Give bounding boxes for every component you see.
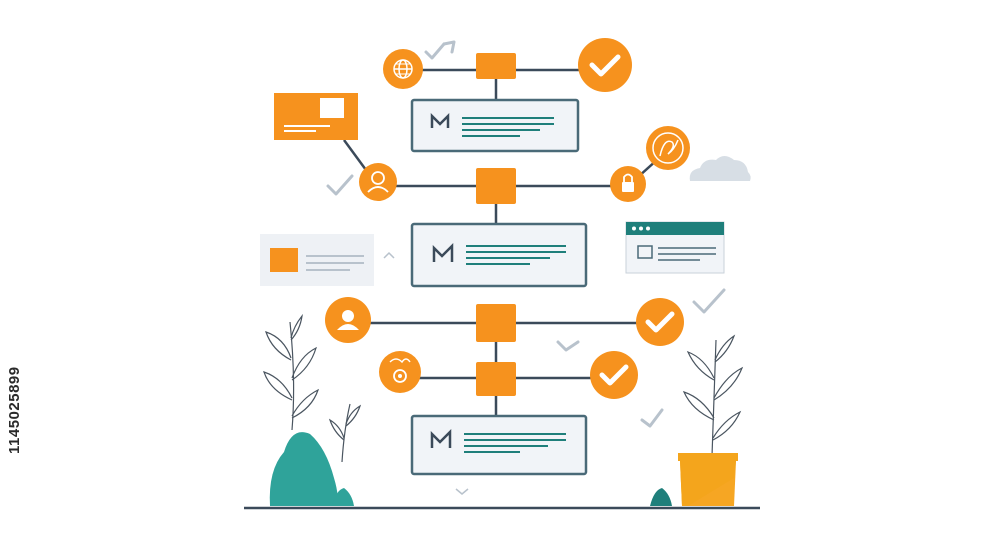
mail-icon — [432, 242, 454, 262]
mail-icon — [430, 112, 450, 128]
cloud-icon — [689, 156, 751, 181]
browser-window — [625, 221, 725, 274]
globe-icon — [383, 49, 423, 89]
process-node — [476, 362, 516, 396]
bush-small — [332, 488, 354, 506]
check-circle-icon — [590, 351, 638, 399]
check-circle-icon — [636, 298, 684, 346]
info-card — [260, 234, 374, 286]
document-card — [410, 222, 588, 288]
user-icon — [325, 297, 371, 343]
check-icon — [692, 288, 726, 314]
document-card — [410, 414, 588, 476]
check-icon — [556, 340, 580, 352]
flower-pot — [678, 453, 738, 506]
lock-icon — [610, 166, 646, 202]
plant-right — [682, 334, 744, 457]
id-card — [274, 93, 358, 140]
user-icon — [359, 163, 397, 201]
chevron-down-icon — [455, 488, 469, 495]
process-node — [476, 304, 516, 342]
location-icon — [379, 351, 421, 393]
bush-left — [269, 432, 338, 506]
signature-icon — [646, 126, 690, 170]
document-card — [410, 98, 580, 153]
plant-left — [263, 313, 362, 463]
check-icon — [424, 40, 456, 60]
check-icon — [326, 174, 354, 196]
mail-icon — [430, 428, 452, 448]
chevron-up-icon — [383, 251, 395, 259]
process-node — [476, 168, 516, 204]
check-icon — [640, 408, 664, 428]
process-node — [476, 53, 516, 79]
stock-id-label: 1145025899 — [6, 366, 23, 454]
bush-small — [650, 488, 672, 506]
check-circle-icon — [578, 38, 632, 92]
